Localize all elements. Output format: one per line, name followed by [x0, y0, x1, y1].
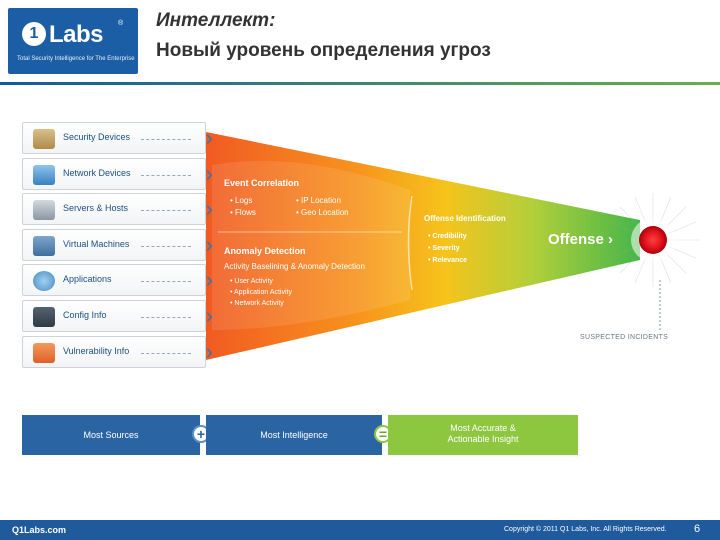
oi-bullet-credibility: • Credibility [428, 233, 467, 240]
source-label: Security Devices [63, 132, 131, 142]
source-label: Servers & Hosts [63, 203, 129, 214]
source-dash [141, 245, 191, 247]
source-dash [141, 139, 191, 140]
footer-copyright: Copyright © 2011 Q1 Labs, Inc. All Right… [504, 526, 667, 533]
lock-icon [33, 129, 55, 149]
chevron-right-icon: › [205, 267, 213, 293]
ad-bullet-application-activity: • Application Activity [230, 289, 292, 296]
q1labs-logo: 1 Labs ® Total Security Intelligence for… [8, 8, 138, 74]
source-dash [141, 316, 191, 318]
source-label: Config Info [63, 309, 107, 320]
offense-target-icon [639, 226, 667, 254]
logo-tagline: Total Security Intelligence for The Ente… [17, 56, 135, 62]
source-item-vulnerability-info: Vulnerability Info › [22, 335, 213, 368]
source-dash [141, 281, 191, 283]
source-item-virtual-machines: Virtual Machines › [22, 228, 213, 261]
anomaly-detection-heading: Anomaly Detection [224, 246, 306, 256]
anomaly-detection-subtitle: Activity Baselining & Anomaly Detection [224, 262, 365, 271]
source-dash [141, 352, 191, 354]
monitor-icon [33, 306, 55, 327]
ec-bullet-ip-location: • IP Location [296, 196, 341, 205]
ec-bullet-logs: • Logs [230, 196, 253, 205]
ec-bullet-flows: • Flows [230, 208, 256, 217]
offense-burst [606, 193, 700, 287]
logo-word: Labs [49, 21, 104, 48]
most-intelligence-label: Most Intelligence [260, 430, 328, 440]
offense-label: Offense › [548, 231, 614, 248]
slide-title: Интеллект: [156, 10, 276, 31]
ec-bullet-geo-location: • Geo Location [296, 208, 349, 217]
most-sources-label: Most Sources [83, 430, 139, 440]
data-sources-list: Security Devices › Network Devices › Ser… [22, 122, 213, 371]
source-item-servers-hosts: Servers & Hosts › [22, 193, 213, 226]
header-divider [0, 82, 720, 85]
chevron-right-icon: › [205, 338, 213, 364]
actionable-insight-box: Most Accurate & Actionable Insight [388, 415, 578, 455]
server-icon [33, 200, 55, 221]
slide-header: 1 Labs ® Total Security Intelligence for… [0, 0, 720, 88]
source-item-applications: Applications › [22, 264, 213, 297]
funnel-divider-arc [407, 195, 413, 291]
chevron-right-icon: › [205, 302, 213, 328]
logo-number: 1 [22, 22, 46, 46]
most-sources-box: Most Sources [22, 415, 200, 455]
most-intelligence-box: Most Intelligence [206, 415, 382, 455]
source-item-security-devices: Security Devices › [22, 122, 213, 154]
offense-target-halo [631, 218, 675, 262]
source-label: Network Devices [63, 167, 131, 178]
source-dash [141, 210, 191, 212]
ad-bullet-network-activity: • Network Activity [230, 300, 284, 307]
logo-registered-mark: ® [118, 20, 124, 27]
slide-footer: Q1Labs.com Copyright © 2011 Q1 Labs, Inc… [0, 520, 720, 540]
slide-subtitle: Новый уровень определения угроз [156, 40, 491, 61]
ad-bullet-user-activity: • User Activity [230, 278, 273, 285]
chevron-right-icon: › [205, 160, 213, 186]
source-label: Applications [63, 274, 112, 285]
virtual-machine-icon [33, 235, 55, 256]
page-number: 6 [694, 523, 701, 535]
actionable-insight-label: Most Accurate & Actionable Insight [447, 423, 519, 444]
footer-logo: Q1Labs.com [12, 525, 67, 535]
oi-bullet-relevance: • Relevance [428, 257, 468, 264]
event-correlation-heading: Event Correlation [224, 178, 300, 188]
oi-bullet-severity: • Severity [428, 245, 460, 252]
globe-icon [33, 271, 55, 292]
source-item-network-devices: Network Devices › [22, 157, 213, 190]
source-label: Vulnerability Info [63, 345, 130, 356]
vulnerability-icon [33, 342, 55, 363]
source-label: Virtual Machines [63, 238, 130, 249]
chevron-right-icon: › [205, 125, 213, 150]
offense-identification-heading: Offense Identification [424, 214, 506, 223]
network-cloud-icon [33, 164, 55, 185]
suspected-incidents-label: SUSPECTED INCIDENTS [580, 334, 669, 341]
source-dash [141, 174, 191, 176]
chevron-right-icon: › [205, 196, 213, 222]
source-item-config-info: Config Info › [22, 299, 213, 332]
chevron-right-icon: › [205, 231, 213, 257]
